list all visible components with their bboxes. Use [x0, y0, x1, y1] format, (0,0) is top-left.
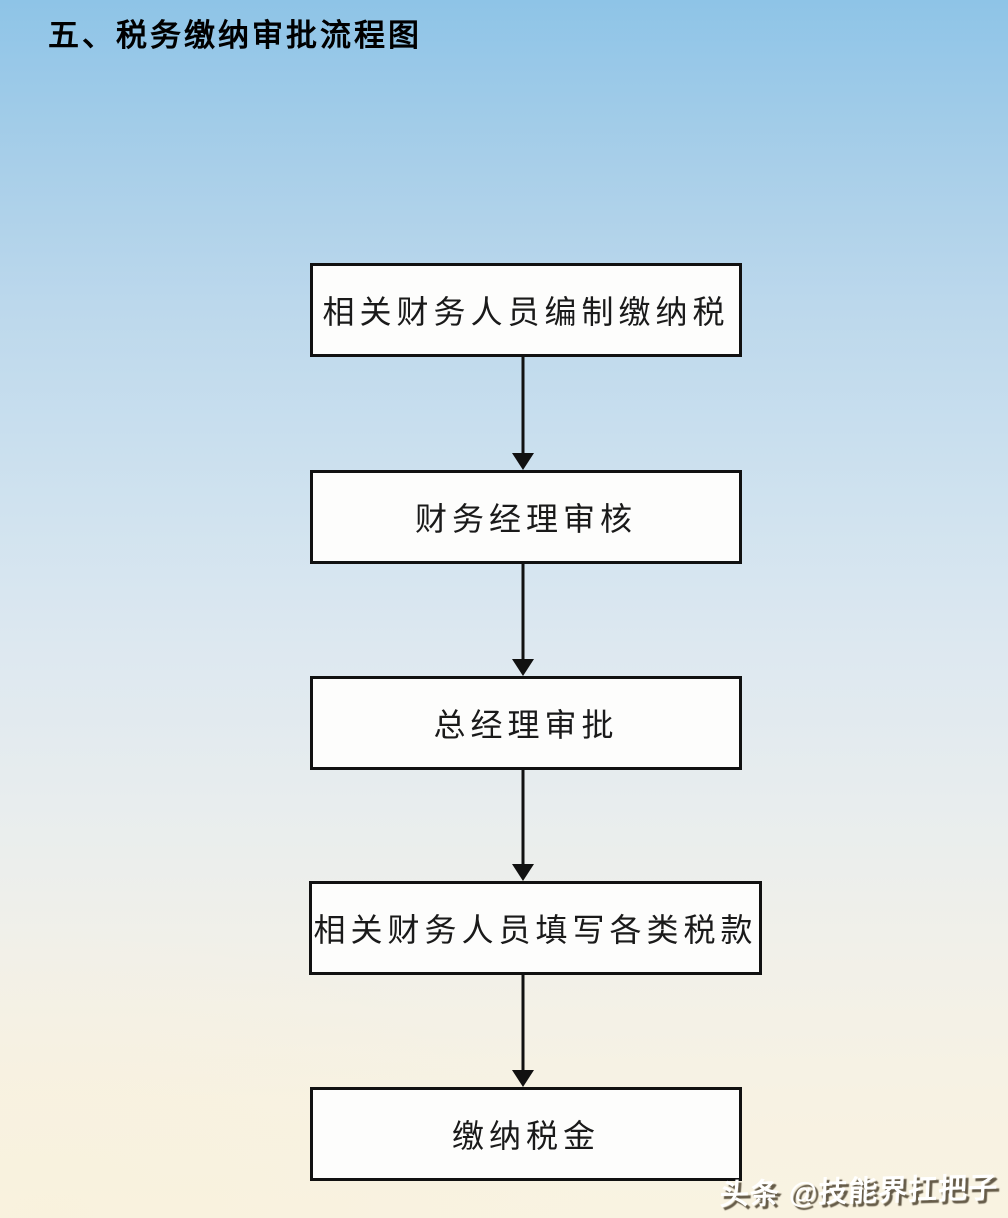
flow-step-fill-tax-forms-label: 相关财务人员填写各类税款	[313, 912, 758, 948]
arrow-down-icon	[509, 975, 537, 1087]
page-title: 五、税务缴纳审批流程图	[48, 18, 422, 53]
flow-step-prepare-tax-label: 相关财务人员编制缴纳税	[322, 294, 730, 330]
flow-step-pay-tax: 缴纳税金	[310, 1087, 742, 1181]
arrow-down-icon	[509, 563, 537, 676]
arrow-down-icon	[509, 770, 537, 881]
flow-step-finance-manager-review-label: 财务经理审核	[414, 501, 637, 537]
flow-step-general-manager-approval: 总经理审批	[310, 676, 742, 770]
flow-step-prepare-tax: 相关财务人员编制缴纳税	[310, 263, 742, 357]
flow-step-general-manager-approval-label: 总经理审批	[433, 707, 619, 743]
arrow-down-icon	[509, 357, 537, 470]
watermark: 头条 @技能界扛把子	[718, 1172, 999, 1212]
flow-step-finance-manager-review: 财务经理审核	[310, 470, 742, 564]
flow-step-pay-tax-label: 缴纳税金	[451, 1118, 600, 1154]
flow-step-fill-tax-forms: 相关财务人员填写各类税款	[309, 881, 762, 975]
